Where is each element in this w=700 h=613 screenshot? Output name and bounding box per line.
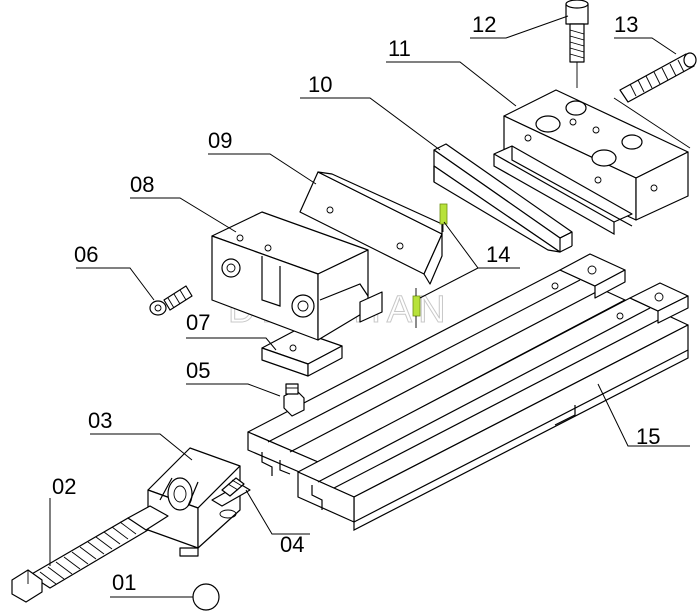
label-10: 10 xyxy=(308,72,332,97)
label-04: 04 xyxy=(280,532,304,557)
part-06-bolt xyxy=(149,285,193,316)
part-02-lead-screw xyxy=(11,505,169,603)
label-07: 07 xyxy=(186,310,210,335)
part-11-fixed-jaw xyxy=(493,89,689,236)
leader-lines xyxy=(49,15,690,598)
part-14-pins xyxy=(412,203,448,328)
part-08-movable-jaw xyxy=(211,211,383,341)
label-03: 03 xyxy=(88,408,112,433)
label-08: 08 xyxy=(130,172,154,197)
part-07-plate xyxy=(261,329,343,377)
label-05: 05 xyxy=(186,358,210,383)
label-01: 01 xyxy=(112,570,136,595)
label-13: 13 xyxy=(614,12,638,37)
part-12-cap-screw xyxy=(565,0,589,88)
label-15: 15 xyxy=(636,424,660,449)
part-15-base xyxy=(247,253,689,531)
label-14: 14 xyxy=(486,242,510,267)
part-13-threaded-rod xyxy=(613,52,697,149)
label-02: 02 xyxy=(52,474,76,499)
part-04-set-screw xyxy=(221,477,245,497)
part-number-labels: 01 02 03 04 05 06 07 08 09 10 11 12 13 1… xyxy=(52,12,660,595)
part-03-front-block xyxy=(147,447,251,557)
label-12: 12 xyxy=(472,12,496,37)
label-09: 09 xyxy=(208,128,232,153)
part-10-jaw-plate xyxy=(433,143,573,253)
part-05-screw xyxy=(283,383,305,417)
part-01-ball xyxy=(192,583,220,611)
label-11: 11 xyxy=(388,36,411,61)
part-09-jaw-plate xyxy=(299,171,443,285)
label-06: 06 xyxy=(74,242,98,267)
